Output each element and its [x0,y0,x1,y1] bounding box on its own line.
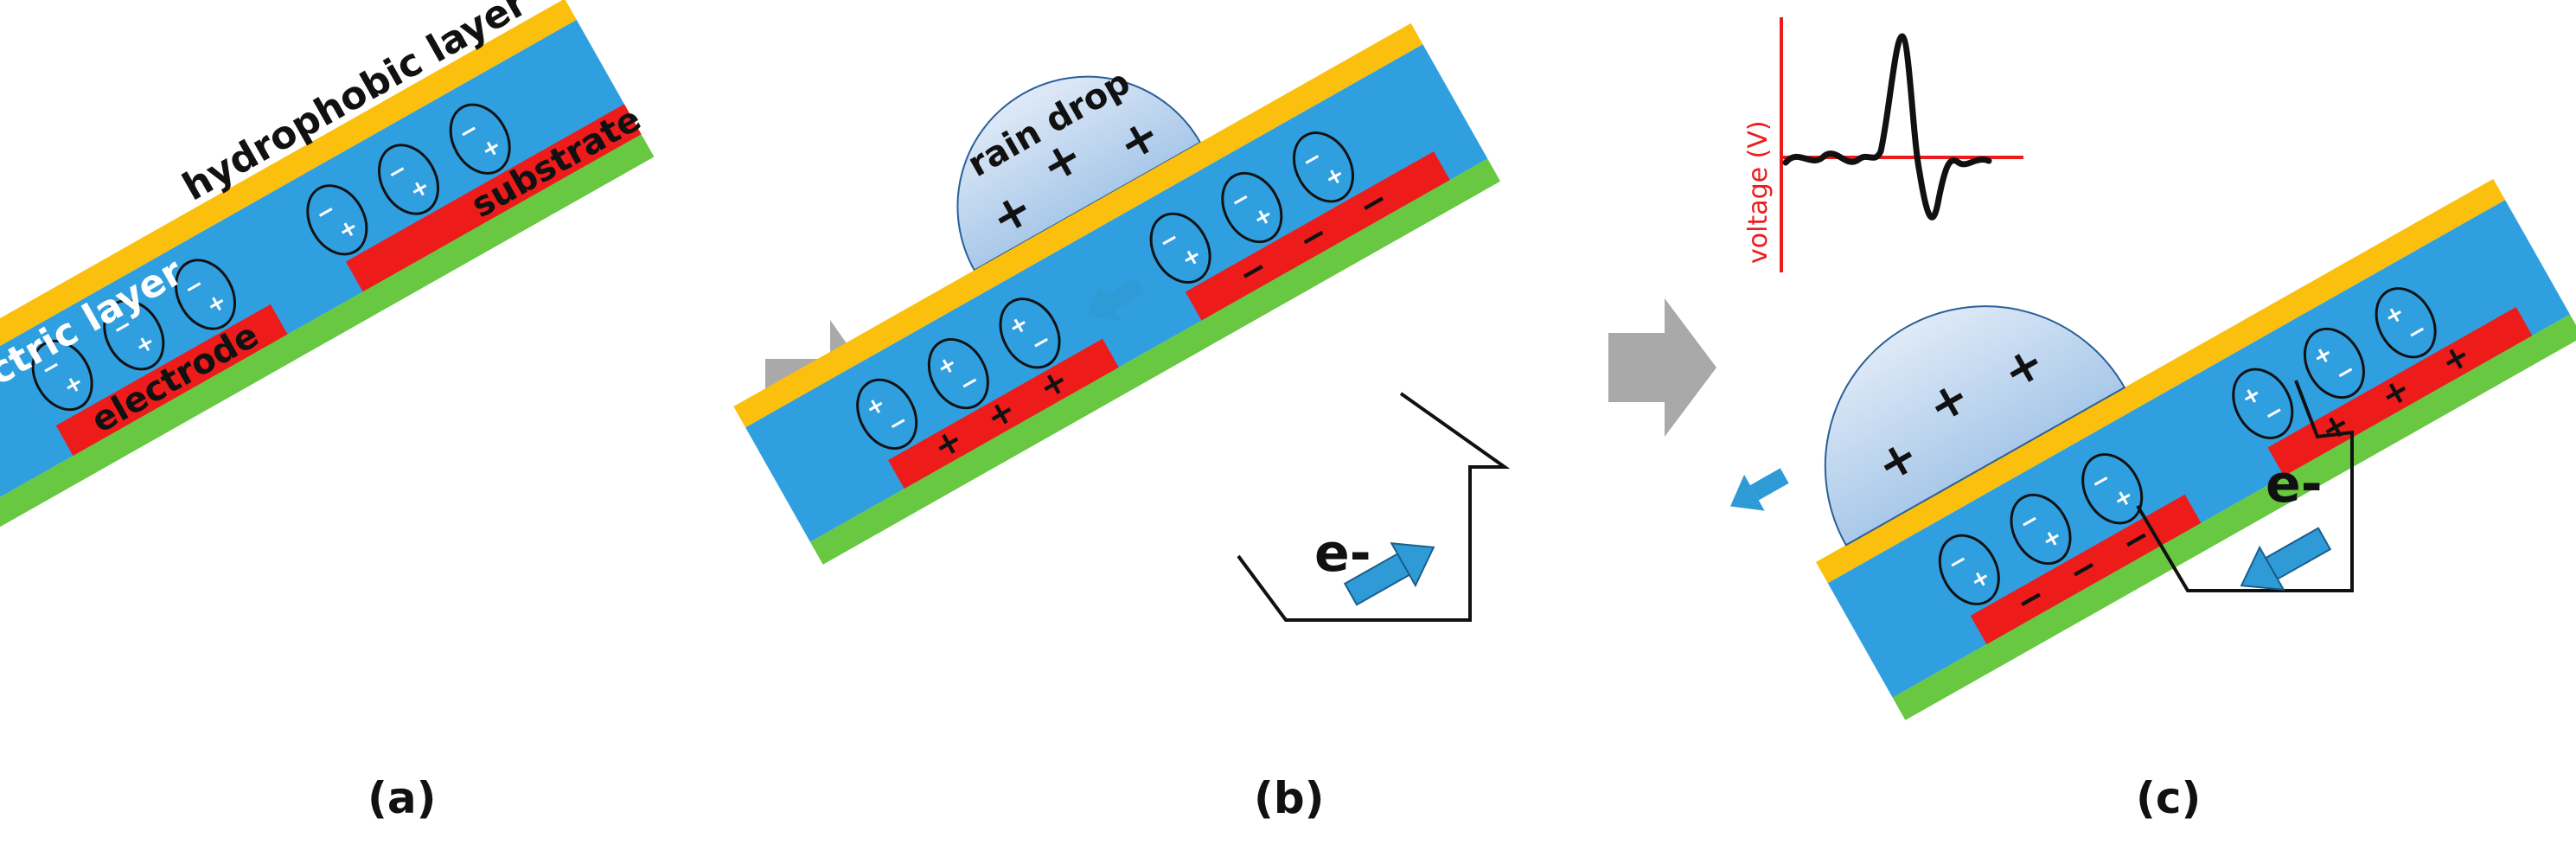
panel-c: − + − + − + + − + − + − − − − + [1730,17,2576,823]
substrate-layer [0,134,655,553]
voltage-pulse-curve [1782,33,1992,221]
electrode-right [345,104,642,292]
current-direction-arrow-icon [1343,542,1435,606]
hydrophobic-layer [1816,178,2506,584]
dipole [2303,327,2365,400]
hydrophobic-layer [733,22,1423,428]
rain-drop [1824,305,2126,547]
electrode-left [1970,494,2202,645]
electron-label: e- [2266,454,2323,515]
substrate-layer [1892,314,2576,720]
external-circuit-wire [2136,380,2354,592]
electrode-left [55,304,288,456]
drop-motion-arrow-icon [1086,278,1145,321]
hydrophobic-layer [0,0,577,416]
panel-b-caption: (b) [1254,773,1325,823]
dipole [378,144,439,215]
voltage-graph: voltage (V) [1743,17,2023,272]
rain-drop [956,75,1202,272]
dipole [1221,171,1283,244]
dipole [306,184,368,256]
process-arrow-icon [1608,298,1716,437]
voltage-axis-label: voltage (V) [1743,120,1774,264]
dipole [1149,212,1211,284]
electrode-right [1185,151,1450,321]
dipole [2232,368,2294,439]
panel-b: + − + − + − − + − + − + + + + [733,22,1511,823]
dipole [2375,287,2437,359]
dipole [1292,131,1354,203]
current-direction-arrow-icon [2240,527,2332,591]
panel-a: − + − + − + − + − + − + hydrophobic laye… [0,0,655,823]
panel-a-caption: (a) [368,773,436,823]
panel-c-caption: (c) [2136,773,2201,823]
dielectric-layer [0,19,642,531]
dipole [175,259,237,330]
dipole [2081,453,2144,525]
substrate-layer [809,158,1501,565]
dielectric-layer [1827,200,2570,698]
dipole [927,337,989,410]
dipole [856,378,918,450]
drop-motion-arrow-icon [1730,468,1789,511]
dipole [31,339,93,412]
electrode-left [888,338,1119,489]
external-circuit-wire [1237,392,1511,622]
dipole [1938,534,2000,605]
dipole [2010,493,2072,566]
dipole [449,103,511,175]
dipole [999,297,1061,369]
dipole [103,299,165,371]
